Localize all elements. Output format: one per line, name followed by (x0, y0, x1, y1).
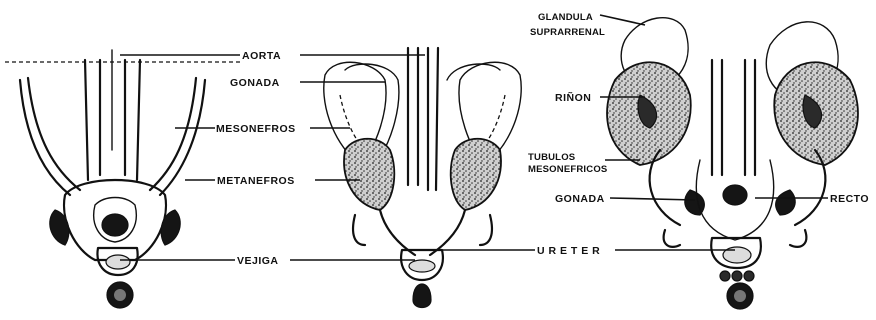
label-mesonefros: MESONEFROS (216, 123, 296, 135)
label-suprarrenal: SUPRARRENAL (530, 27, 605, 38)
label-recto: RECTO (830, 193, 869, 205)
label-ureter: U R E T E R (537, 245, 600, 257)
label-gonada-stage2: GONADA (230, 77, 280, 89)
stage-1-drawing (5, 50, 240, 308)
label-vejiga: VEJIGA (237, 255, 279, 267)
label-metanefros: METANEFROS (217, 175, 295, 187)
label-rinon: RIÑON (555, 91, 591, 104)
stage-2-drawing (324, 48, 521, 308)
label-aorta: AORTA (242, 50, 281, 62)
label-tubulos: TUBULOS (528, 152, 575, 163)
label-glandula: GLANDULA (538, 12, 593, 23)
label-mesonefricos: MESONEFRICOS (528, 164, 607, 175)
label-gonada-stage3: GONADA (555, 193, 605, 205)
stage-3-drawing (607, 18, 858, 309)
